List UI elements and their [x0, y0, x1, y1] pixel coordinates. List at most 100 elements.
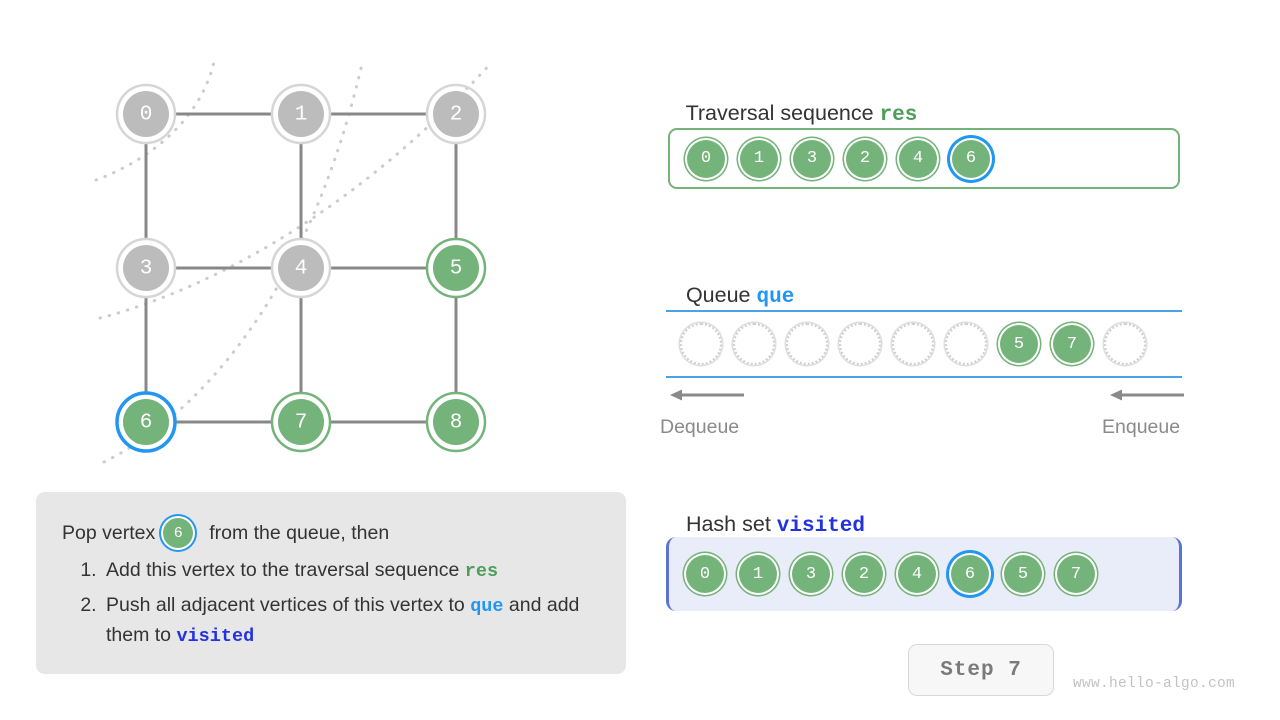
- visited-title-token: visited: [776, 515, 865, 538]
- queue-title-text: Queue: [685, 283, 757, 307]
- node-outer-ring: [425, 237, 487, 299]
- graph-node-4[interactable]: 4: [270, 237, 332, 299]
- node-body: [123, 399, 169, 445]
- res-item-4: 4: [897, 137, 939, 180]
- graph-node-7[interactable]: 7: [270, 391, 332, 453]
- node-label: 2: [450, 104, 463, 127]
- explanation-step-2: Push all adjacent vertices of this verte…: [102, 591, 596, 651]
- step2-text-2: and add them to: [106, 594, 580, 646]
- node-gap-ring: [274, 241, 328, 295]
- step2-text: Push all adjacent vertices of this verte…: [106, 594, 471, 616]
- enqueue-arrow: [1108, 386, 1186, 404]
- visited-item-4: 4: [896, 553, 938, 595]
- node-body: [433, 245, 479, 291]
- res-item-0: 0: [685, 137, 727, 180]
- graph-node-0[interactable]: 0: [115, 83, 177, 145]
- visited-item-2: 2: [843, 553, 885, 595]
- decorative-dotted-curve: [94, 60, 216, 182]
- res-title-text: Traversal sequence: [685, 101, 880, 125]
- explanation-suffix: from the queue, then: [209, 521, 390, 544]
- queue-empty-slot-0: [680, 323, 722, 365]
- node-body: [433, 91, 479, 137]
- res-item-1: 1: [738, 137, 780, 180]
- node-body: [123, 91, 169, 137]
- node-label: 3: [140, 258, 153, 281]
- graph-svg: 0 1 2 3 4 5 6 7 8: [94, 60, 494, 464]
- queue-item-5: 5: [998, 323, 1040, 365]
- graph-node-8[interactable]: 8: [425, 391, 487, 453]
- node-gap-ring: [119, 241, 173, 295]
- visited-item-0: 0: [684, 553, 726, 595]
- graph-node-5[interactable]: 5: [425, 237, 487, 299]
- graph-node-2[interactable]: 2: [425, 83, 487, 145]
- res-item-2: 2: [844, 137, 886, 180]
- decorative-dotted-curve: [98, 60, 494, 320]
- node-label: 8: [450, 412, 463, 435]
- res-item-3: 3: [791, 137, 833, 180]
- visited-section-title: Hash set visited: [674, 487, 865, 538]
- graph-panel: 0 1 2 3 4 5 6 7 8: [0, 0, 640, 490]
- node-outer-ring: [115, 83, 177, 145]
- arrow-left-icon: [670, 389, 744, 401]
- node-body: [278, 399, 324, 445]
- queue-empty-slot-8: [1104, 323, 1146, 365]
- graph-node-6[interactable]: 6: [115, 391, 177, 453]
- node-body: [278, 91, 324, 137]
- node-outer-ring: [115, 391, 177, 453]
- step2-token-que: que: [470, 596, 504, 617]
- res-item-6: 6: [950, 137, 992, 180]
- explanation-steps: Add this vertex to the traversal sequenc…: [62, 556, 596, 651]
- step2-token-visited: visited: [176, 626, 255, 647]
- inline-vertex-badge: 6: [163, 518, 194, 548]
- node-label: 1: [295, 104, 308, 127]
- arrow-left-icon: [1110, 389, 1184, 401]
- queue-empty-slot-1: [733, 323, 775, 365]
- explanation-line-1: Pop vertex 6 from the queue, then: [62, 518, 596, 548]
- visited-item-1: 1: [737, 553, 779, 595]
- step1-text: Add this vertex to the traversal sequenc…: [106, 559, 465, 581]
- graph-node-3[interactable]: 3: [115, 237, 177, 299]
- node-body: [278, 245, 324, 291]
- queue-section-title: Queue que: [674, 258, 794, 309]
- node-label: 6: [140, 412, 153, 435]
- node-label: 7: [295, 412, 308, 435]
- graph-node-1[interactable]: 1: [270, 83, 332, 145]
- queue-title-token: que: [756, 286, 795, 309]
- dequeue-label: Dequeue: [660, 416, 740, 438]
- node-label: 4: [295, 258, 308, 281]
- visited-title-text: Hash set: [685, 512, 777, 536]
- node-outer-ring: [270, 237, 332, 299]
- node-gap-ring: [119, 395, 173, 449]
- queue-item-7: 7: [1051, 323, 1093, 365]
- explanation-box: Pop vertex 6 from the queue, then Add th…: [36, 492, 626, 674]
- visited-item-3: 3: [790, 553, 832, 595]
- watermark: www.hello-algo.com: [1073, 676, 1236, 692]
- node-label: 5: [450, 258, 463, 281]
- explanation-step-1: Add this vertex to the traversal sequenc…: [102, 556, 596, 586]
- node-outer-ring: [115, 237, 177, 299]
- node-outer-ring: [270, 83, 332, 145]
- node-body: [433, 399, 479, 445]
- queue-empty-slot-5: [945, 323, 987, 365]
- step-button[interactable]: Step 7: [908, 644, 1054, 696]
- queue-empty-slot-4: [892, 323, 934, 365]
- visited-item-5: 5: [1002, 553, 1044, 595]
- queue-empty-slot-3: [839, 323, 881, 365]
- visited-item-6: 6: [949, 553, 991, 595]
- node-outer-ring: [425, 391, 487, 453]
- node-gap-ring: [119, 87, 173, 141]
- node-label: 0: [140, 104, 153, 127]
- visited-item-7: 7: [1055, 553, 1097, 595]
- node-outer-ring: [270, 391, 332, 453]
- res-section-title: Traversal sequence res: [674, 76, 918, 127]
- node-gap-ring: [429, 395, 483, 449]
- node-gap-ring: [274, 87, 328, 141]
- step1-token-res: res: [464, 561, 499, 582]
- node-outer-ring: [425, 83, 487, 145]
- dequeue-arrow: [668, 386, 746, 404]
- explanation-prefix: Pop vertex: [62, 521, 156, 544]
- res-title-token: res: [879, 104, 918, 127]
